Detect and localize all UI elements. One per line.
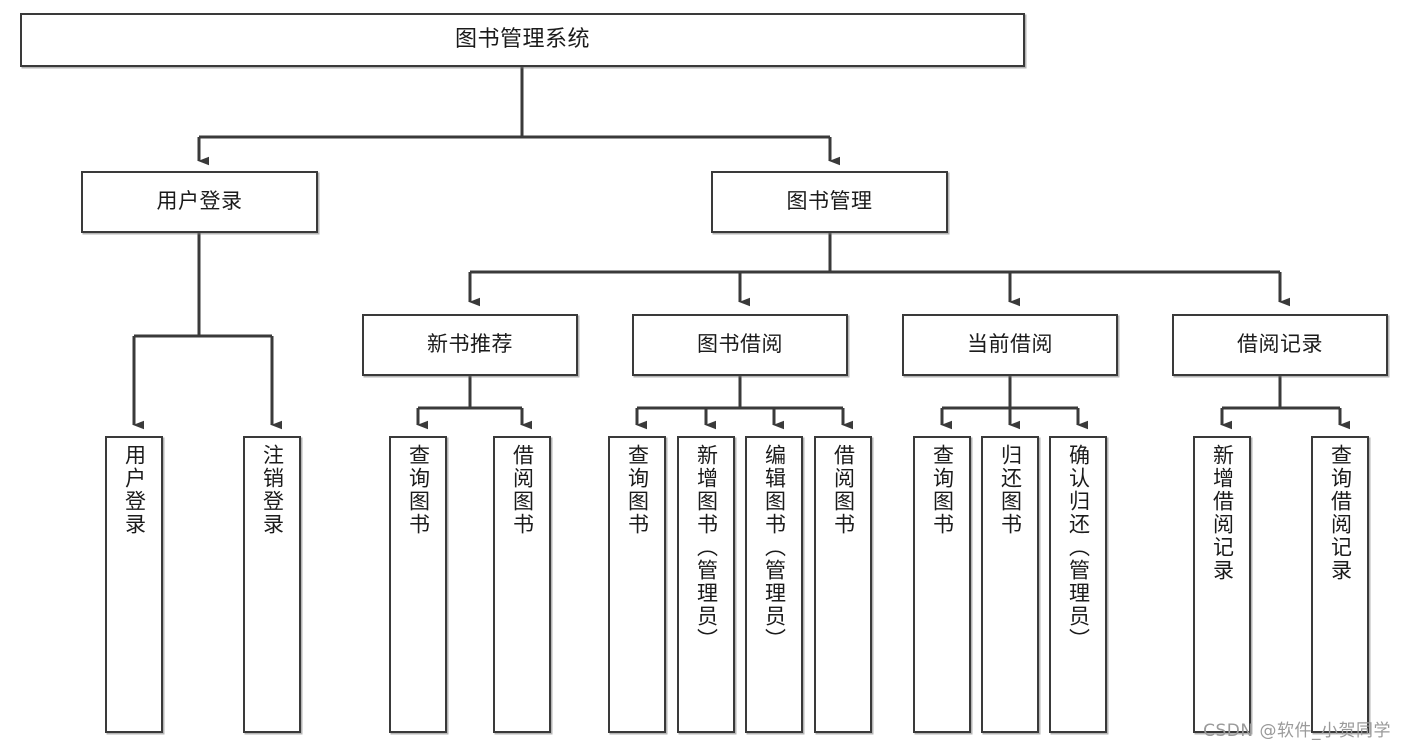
leaf-add-borrow-record[interactable]: 新增借阅记录 [1193, 436, 1251, 733]
node-label: 编辑图书（管理员） [762, 444, 787, 651]
leaf-query-book-3[interactable]: 查询图书 [913, 436, 971, 733]
csdn-watermark: CSDN @软件_小贺同学 [1203, 721, 1391, 741]
node-label: 当前借阅 [967, 332, 1053, 357]
leaf-query-book-2[interactable]: 查询图书 [608, 436, 666, 733]
node-label: 图书借阅 [697, 332, 783, 357]
node-label: 用户登录 [156, 189, 243, 214]
node-label: 确认归还（管理员） [1066, 444, 1091, 651]
node-label: 借阅记录 [1237, 332, 1323, 357]
node-label: 借阅图书 [510, 444, 535, 536]
node-label: 图书管理系统 [454, 26, 590, 52]
leaf-edit-book[interactable]: 编辑图书（管理员） [745, 436, 803, 733]
leaf-confirm-return[interactable]: 确认归还（管理员） [1049, 436, 1107, 733]
node-user-login[interactable]: 用户登录 [81, 171, 318, 233]
node-label: 图书管理 [786, 189, 873, 214]
leaf-add-book[interactable]: 新增图书（管理员） [677, 436, 735, 733]
node-label: 新增图书（管理员） [694, 444, 719, 651]
node-book-borrow[interactable]: 图书借阅 [632, 314, 848, 376]
node-label: 新增借阅记录 [1210, 444, 1235, 582]
leaf-return-book[interactable]: 归还图书 [981, 436, 1039, 733]
node-root-system[interactable]: 图书管理系统 [20, 13, 1025, 67]
node-label: 用户登录 [122, 444, 147, 536]
leaf-query-book-1[interactable]: 查询图书 [389, 436, 447, 733]
node-book-management[interactable]: 图书管理 [711, 171, 948, 233]
leaf-borrow-book-2[interactable]: 借阅图书 [814, 436, 872, 733]
node-label: 新书推荐 [427, 332, 513, 357]
leaf-borrow-book-1[interactable]: 借阅图书 [493, 436, 551, 733]
node-label: 查询图书 [406, 444, 431, 536]
node-label: 归还图书 [998, 444, 1023, 536]
node-new-book-recommend[interactable]: 新书推荐 [362, 314, 578, 376]
node-label: 查询图书 [930, 444, 955, 536]
node-label: 查询图书 [625, 444, 650, 536]
node-label: 查询借阅记录 [1328, 444, 1353, 582]
node-label: 借阅图书 [831, 444, 856, 536]
node-label: 注销登录 [260, 444, 285, 536]
leaf-user-login[interactable]: 用户登录 [105, 436, 163, 733]
leaf-logout-login[interactable]: 注销登录 [243, 436, 301, 733]
node-current-borrow[interactable]: 当前借阅 [902, 314, 1118, 376]
leaf-query-borrow-record[interactable]: 查询借阅记录 [1311, 436, 1369, 733]
node-borrow-record[interactable]: 借阅记录 [1172, 314, 1388, 376]
